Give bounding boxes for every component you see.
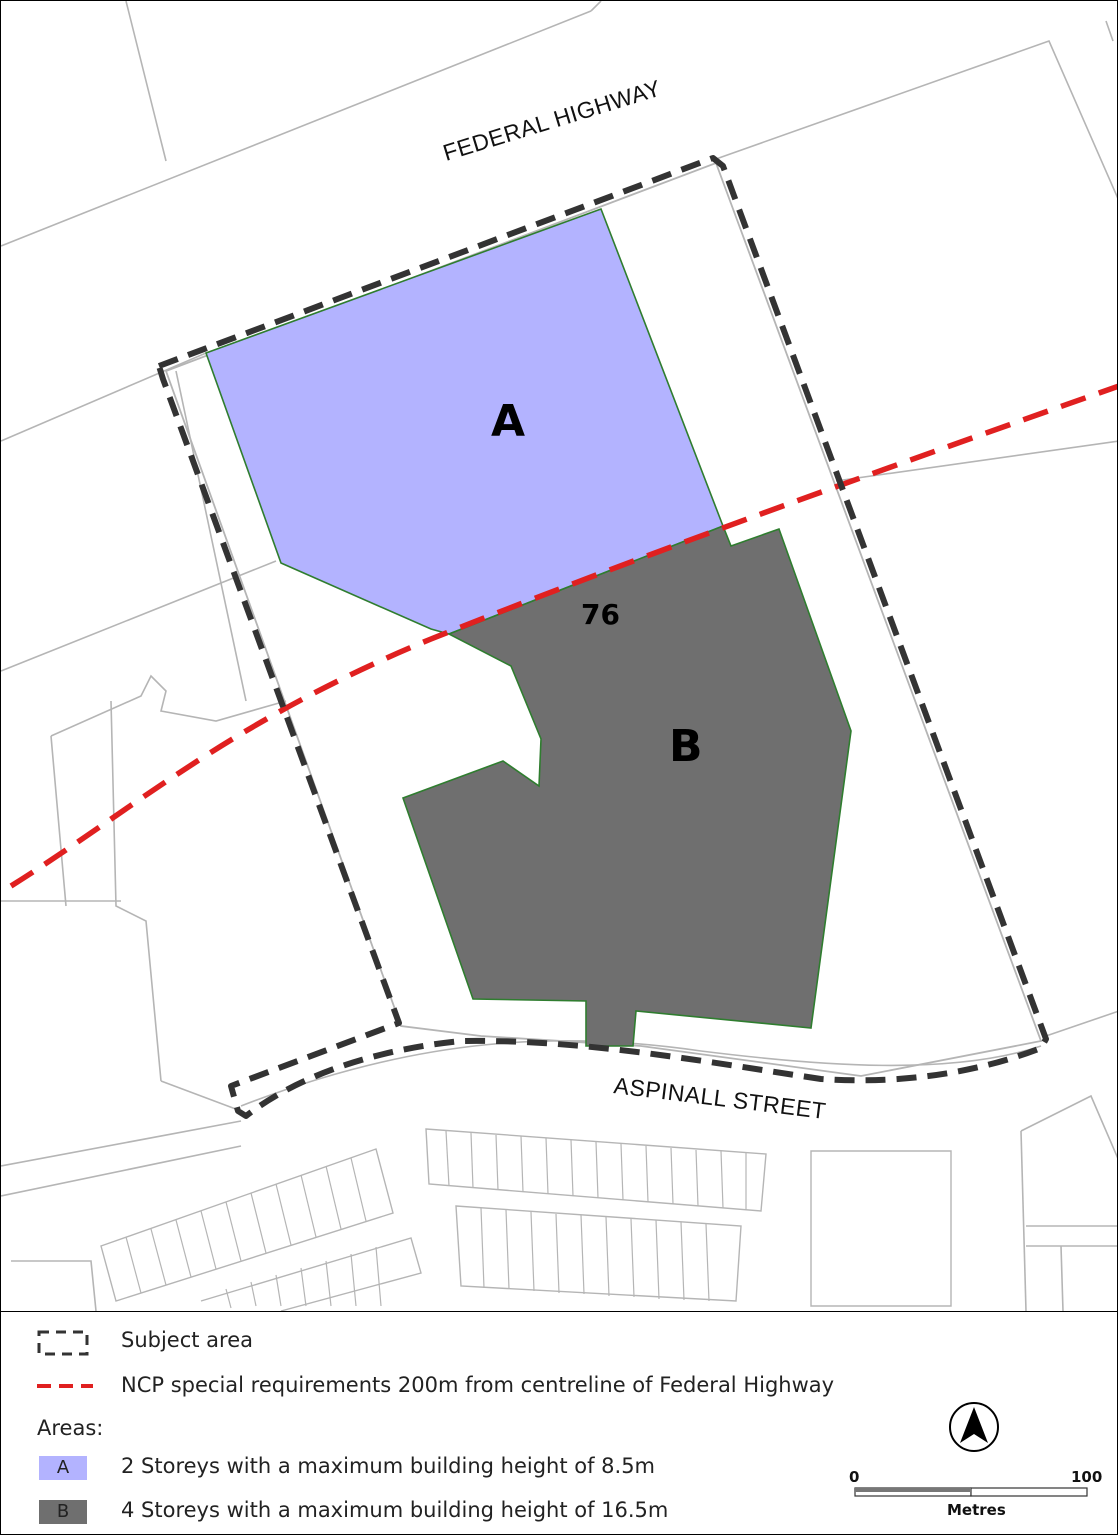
area-b-polygon[interactable]	[401, 524, 852, 1047]
aspinall-street-label: ASPINALL STREET	[612, 1072, 827, 1124]
north-arrow-icon	[949, 1402, 999, 1452]
subject-area-boundary	[156, 155, 1049, 1119]
aspinall-street-edges	[240, 1039, 1042, 1107]
cadastre-lines	[1, 1, 1117, 1311]
lot-number-label: 76	[581, 598, 620, 631]
legend-ncp-line: NCP special requirements 200m from centr…	[121, 1373, 835, 1397]
federal-highway-label: FEDERAL HIGHWAY	[440, 75, 664, 166]
area-a-swatch: A	[39, 1456, 87, 1480]
scale-unit-label: Metres	[947, 1501, 1006, 1519]
parking-bays	[100, 1128, 952, 1311]
scale-max-label: 100	[1071, 1468, 1102, 1486]
lot-boundary	[164, 161, 1043, 1077]
subject-area-symbol	[37, 1330, 89, 1356]
ncp-200m-line	[9, 383, 1117, 889]
ncp-line-symbol	[37, 1384, 93, 1388]
scale-min-label: 0	[849, 1468, 859, 1486]
legend-area-a: 2 Storeys with a maximum building height…	[121, 1454, 656, 1478]
legend: Subject area NCP special requirements 20…	[1, 1311, 1117, 1534]
area-a-label: A	[491, 396, 525, 447]
area-b-swatch: B	[39, 1500, 87, 1524]
legend-area-b: 4 Storeys with a maximum building height…	[121, 1498, 669, 1522]
legend-subject-area: Subject area	[121, 1328, 254, 1352]
area-b-label: B	[669, 721, 703, 772]
scale-bar: 0 100 Metres	[849, 1468, 1102, 1519]
legend-areas-heading: Areas:	[37, 1416, 104, 1440]
site-map: FEDERAL HIGHWAY ASPINALL STREET A B 76	[1, 1, 1117, 1311]
